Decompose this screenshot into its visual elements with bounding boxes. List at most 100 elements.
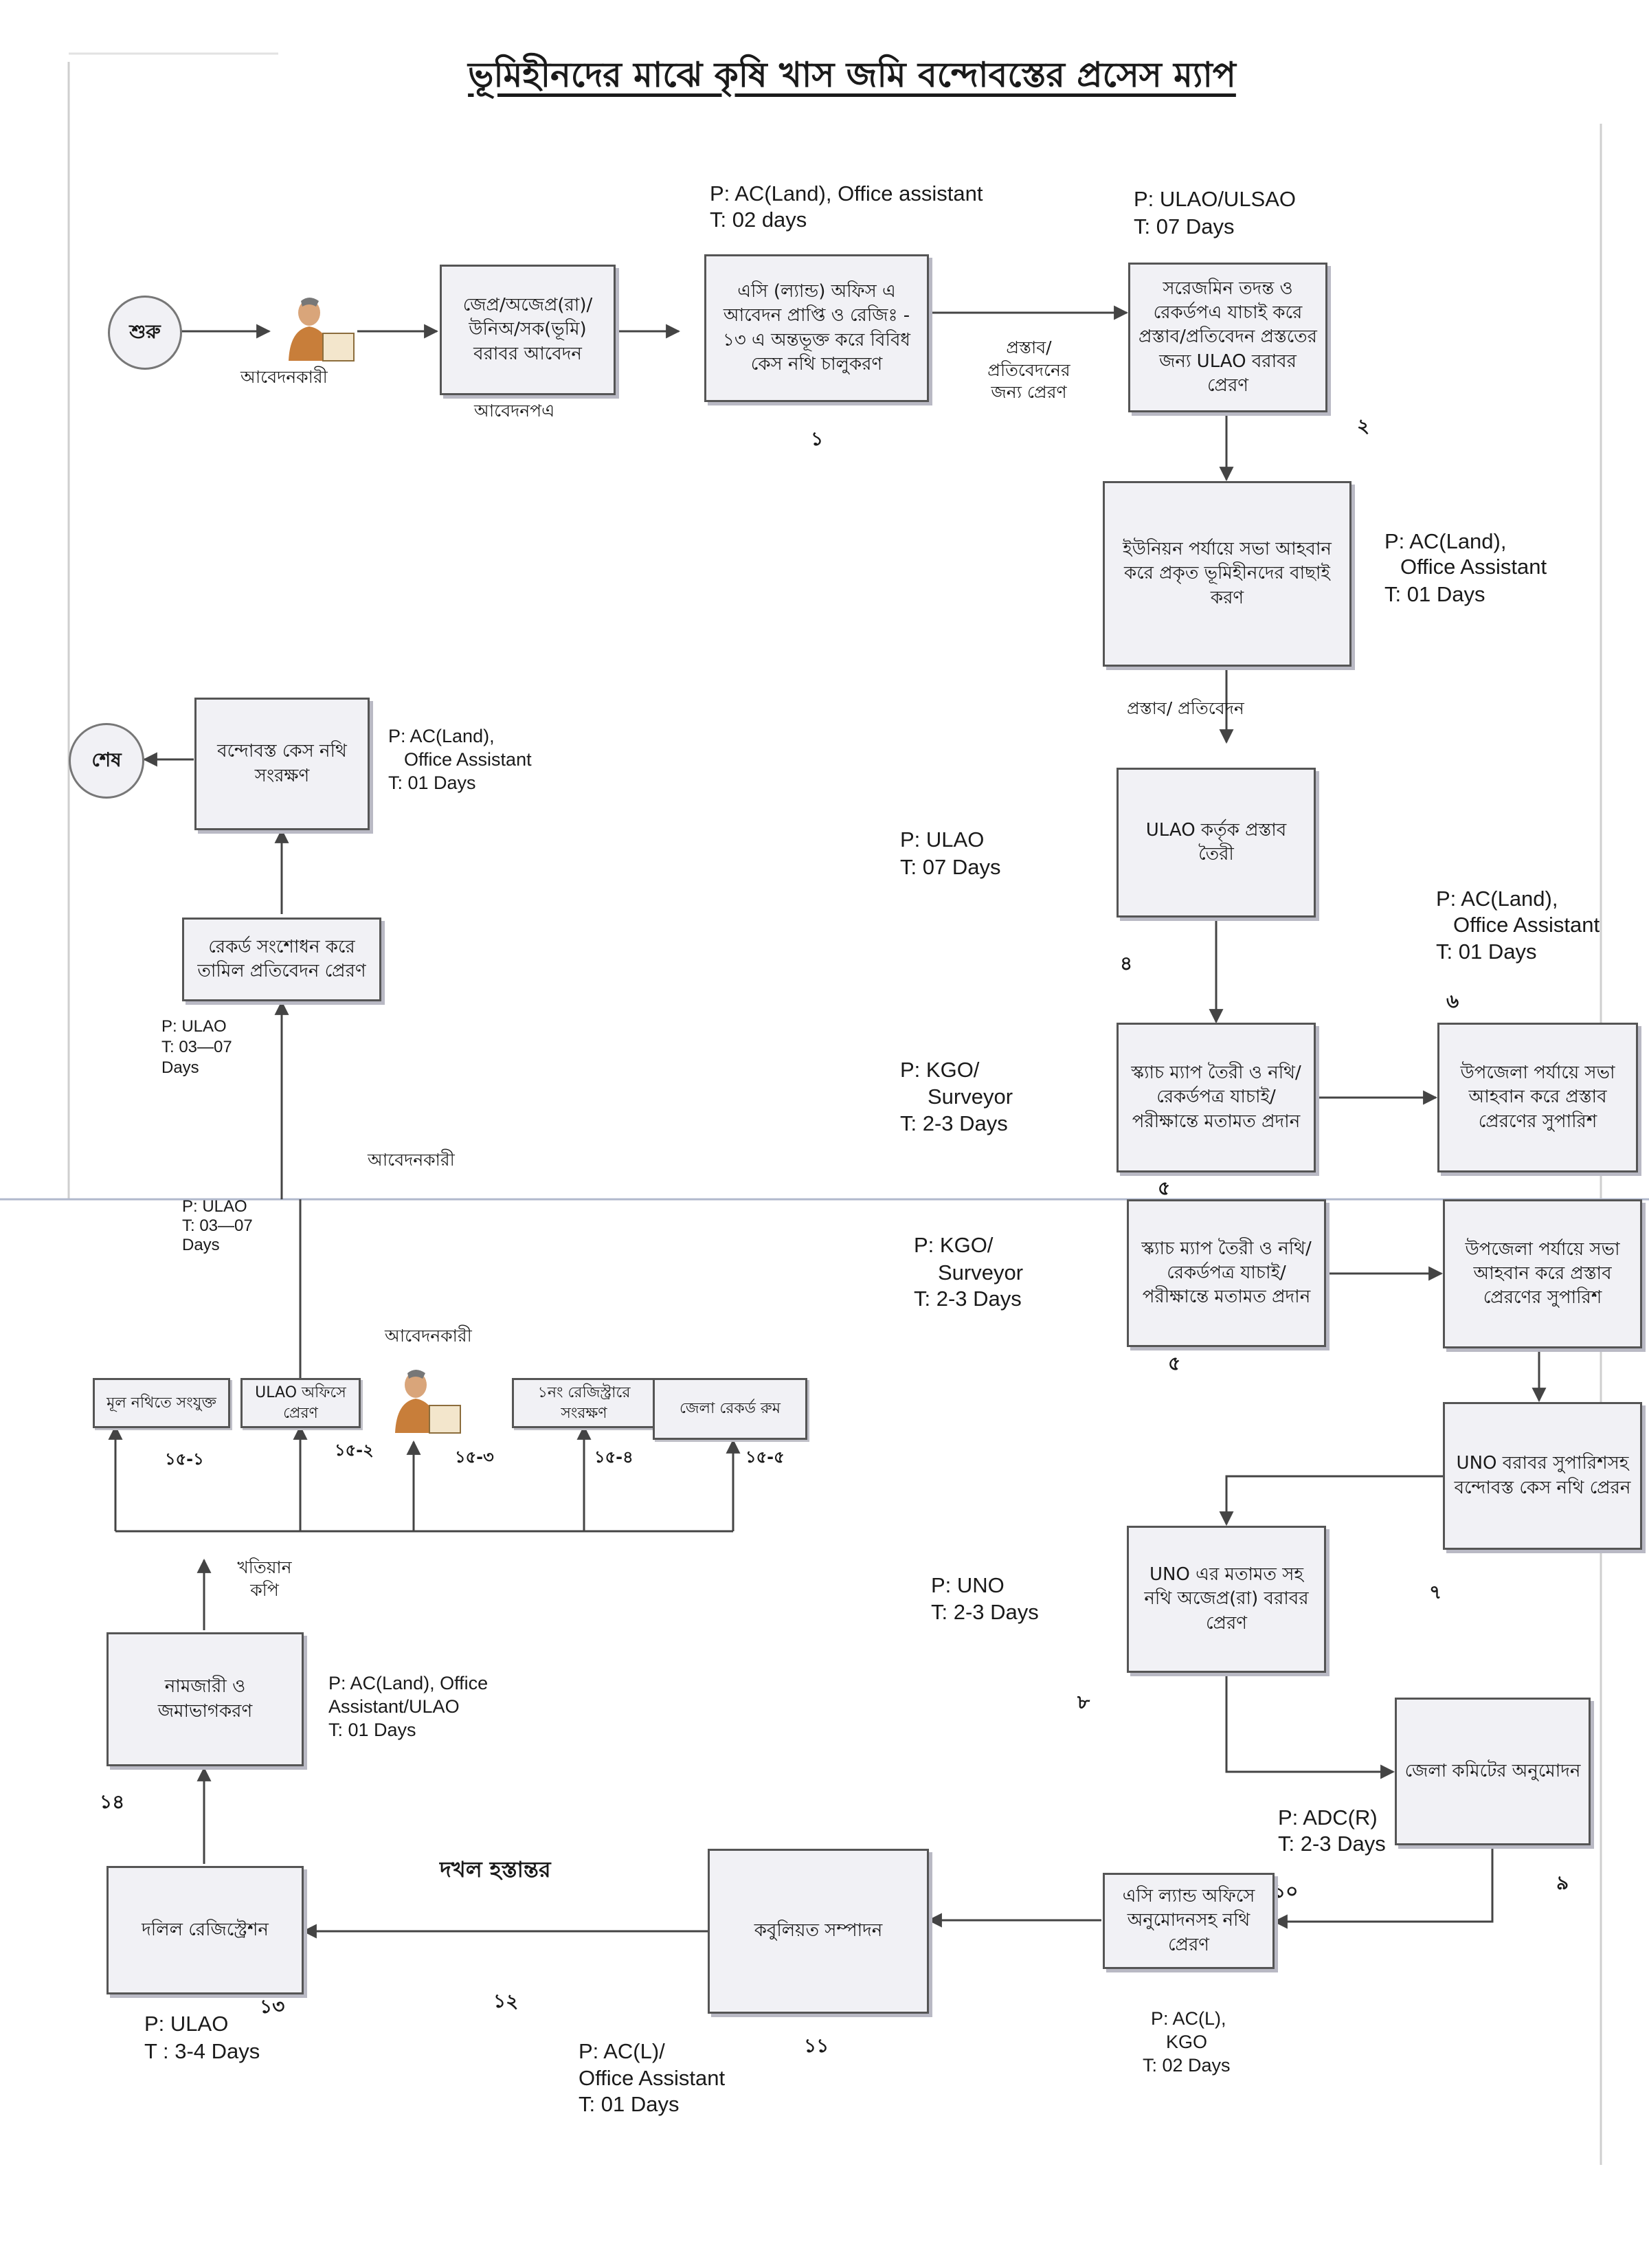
kabuliyat-box: কবুলিয়ত সম্পাদন — [708, 1849, 929, 2014]
union-meeting-box: ইউনিয়ন পর্যায়ে সভা আহবান করে প্রকৃত ভূ… — [1103, 481, 1351, 667]
upazila-person: P: AC(Land), — [1436, 887, 1558, 911]
investigate-time: T: 07 Days — [1134, 214, 1235, 238]
applicant-figure-icon — [395, 1370, 461, 1434]
step-number-15-4: ১৫-৪ — [594, 1447, 633, 1467]
record-b-time-2: Days — [182, 1236, 220, 1254]
sketch-bottom-time: T: 2-3 Days — [914, 1287, 1022, 1311]
ulao-time: T: 07 Days — [900, 855, 1001, 879]
record-time: T: 03—07 — [161, 1038, 232, 1056]
apply-box: জেপ্র/অজেপ্র(রা)/ উনিঅ/সক(ভূমি) বরাবর আব… — [440, 265, 616, 395]
record-time-2: Days — [161, 1058, 199, 1077]
preserve-time: T: 01 Days — [388, 772, 476, 793]
uno-person: P: UNO — [931, 1573, 1005, 1597]
step-number-2: ২ — [1357, 414, 1370, 437]
sketch-top-person: P: KGO/ — [900, 1058, 980, 1082]
page-title: ভূমিহীনদের মাঝে কৃষি খাস জমি বন্দোবস্তের… — [468, 55, 1236, 95]
start-node: শুরু — [108, 296, 182, 370]
step-number-4: ৪ — [1120, 952, 1133, 975]
kab-person: P: AC(L)/ — [579, 2039, 665, 2063]
mut-person-2: Assistant/ULAO — [328, 1696, 460, 1717]
preserve-person: P: AC(Land), — [388, 726, 495, 746]
applicant-label-top: আবেদনকারী — [240, 367, 328, 387]
preserve-person-2: Office Assistant — [404, 749, 532, 770]
kab-person-2: Office Assistant — [579, 2066, 726, 2090]
mut-person: P: AC(Land), Office — [328, 1673, 489, 1693]
ac-office-person: P: AC(Land), Office assistant — [710, 181, 983, 205]
upazila-person-2: Office Assistant — [1453, 913, 1600, 937]
step-number-15-3: ১৫-৩ — [455, 1447, 494, 1467]
khatian-copy-label: খতিয়ান কপি — [237, 1557, 292, 1600]
box-15-4: ১নং রেজিস্ট্রারে সংরক্ষণ — [512, 1378, 656, 1428]
district-committee-box: জেলা কমিটের অনুমোদন — [1395, 1698, 1591, 1845]
step-number-13: ১৩ — [260, 1995, 285, 2018]
application-form-label: আবেদনপএ — [474, 401, 555, 421]
step-number-10: ১০ — [1273, 1880, 1299, 1902]
acl-person-2: KGO — [1166, 2032, 1208, 2052]
box-15-1: মূল নথিতে সংযুক্ত — [93, 1378, 230, 1428]
union-time: T: 01 Days — [1384, 582, 1485, 606]
proposal-report-label-2: প্রস্তাব/ প্রতিবেদন — [1127, 698, 1244, 718]
uno-time: T: 2-3 Days — [931, 1600, 1039, 1624]
ulao-proposal-box: ULAO কর্তৃক প্রস্তাব তৈরী — [1117, 768, 1316, 918]
upazila-time: T: 01 Days — [1436, 940, 1537, 964]
adc-person: P: ADC(R) — [1278, 1805, 1378, 1830]
step-number-6: ৬ — [1446, 990, 1459, 1012]
step-number-15-1: ১৫-১ — [165, 1449, 204, 1469]
union-person-2: Office Assistant — [1400, 555, 1547, 579]
record-correction-box: রেকর্ড সংশোধন করে তামিল প্রতিবেদন প্রেরণ — [182, 918, 381, 1001]
ac-office-box: এসি (ল্যান্ড) অফিস এ আবেদন প্রাপ্তি ও রে… — [704, 254, 929, 402]
investigate-person: P: ULAO/ULSAO — [1134, 187, 1297, 211]
step-number-7: ৭ — [1429, 1581, 1442, 1603]
deed-time: T : 3-4 Days — [144, 2039, 260, 2063]
applicant-figure-icon — [289, 298, 355, 362]
investigate-box: সরেজমিন তদন্ত ও রেকর্ডপএ যাচাই করে প্রস্… — [1128, 263, 1327, 412]
deed-registration-box: দলিল রেজিস্ট্রেশন — [106, 1866, 304, 1994]
step-number-1: ১ — [811, 427, 824, 450]
applicant-label-mid: আবেদনকারী — [368, 1150, 455, 1170]
step-number-5b: ৫ — [1168, 1352, 1181, 1375]
ac-office-time: T: 02 days — [710, 208, 807, 232]
applicant-label-bottom: আবেদনকারী — [385, 1326, 472, 1346]
box-15-2: ULAO অফিসে প্রেরণ — [240, 1378, 361, 1428]
ulao-person: P: ULAO — [900, 827, 985, 852]
sketch-bottom-person: P: KGO/ — [914, 1233, 994, 1257]
arrow-opinion-district — [1225, 1673, 1395, 1779]
uno-opinion-box: UNO এর মতামত সহ নথি অজেপ্র(রা) বরাবর প্র… — [1127, 1526, 1326, 1673]
sketch-bottom-person-2: Surveyor — [938, 1260, 1024, 1285]
ac-land-forward-box: এসি ল্যান্ড অফিসে অনুমোদনসহ নথি প্রেরণ — [1103, 1873, 1275, 1969]
sketch-top-time: T: 2-3 Days — [900, 1111, 1008, 1135]
step-number-11: ১১ — [804, 2034, 829, 2057]
sketch-bottom-box: স্ক্যাচ ম্যাপ তৈরী ও নথি/রেকর্ডপত্র যাচা… — [1127, 1199, 1326, 1347]
union-person: P: AC(Land), — [1384, 529, 1507, 553]
acl-time: T: 02 Days — [1143, 2055, 1231, 2076]
upazila-bottom-box: উপজেলা পর্যায়ে সভা আহবান করে প্রস্তাব প… — [1443, 1199, 1642, 1348]
uno-send-box: UNO বরাবর সুপারিশসহ বন্দোবস্ত কেস নথি প্… — [1443, 1402, 1642, 1550]
deed-person: P: ULAO — [144, 2012, 229, 2036]
step-number-9: ৯ — [1556, 1871, 1569, 1894]
step-number-14: ১৪ — [100, 1790, 125, 1813]
step-number-12: ১২ — [493, 1990, 519, 2012]
proposal-report-label: প্রস্তাব/ প্রতিবেদনের জন্য প্রেরণ — [987, 337, 1070, 402]
kab-time: T: 01 Days — [579, 2092, 680, 2116]
upazila-top-box: উপজেলা পর্যায়ে সভা আহবান করে প্রস্তাব প… — [1437, 1023, 1638, 1172]
step-number-15-2: ১৫-২ — [335, 1441, 374, 1460]
adc-time: T: 2-3 Days — [1278, 1832, 1386, 1856]
box-15-5: জেলা রেকর্ড রুম — [653, 1378, 807, 1440]
record-b-person: P: ULAO — [182, 1197, 247, 1216]
mut-time: T: 01 Days — [328, 1720, 416, 1740]
step-number-15-5: ১৫-৫ — [745, 1447, 785, 1467]
step-number-8: ৮ — [1077, 1691, 1090, 1713]
record-person: P: ULAO — [161, 1017, 227, 1036]
acl-person: P: AC(L), — [1151, 2008, 1226, 2029]
sketch-top-person-2: Surveyor — [928, 1085, 1013, 1109]
step-number-5a: ৫ — [1158, 1177, 1171, 1199]
end-node: শেষ — [69, 723, 144, 799]
sketch-top-box: স্ক্যাচ ম্যাপ তৈরী ও নথি/রেকর্ডপত্র যাচা… — [1117, 1023, 1316, 1172]
preserve-case-box: বন্দোবস্ত কেস নথি সংরক্ষণ — [194, 698, 370, 830]
mutation-box: নামজারী ও জমাভাগকরণ — [106, 1632, 304, 1766]
arrow-district-acland — [1272, 1847, 1494, 1929]
possession-transfer-label: দখল হস্তান্তর — [440, 1856, 551, 1882]
arrow-uno-opinion — [1219, 1475, 1443, 1526]
